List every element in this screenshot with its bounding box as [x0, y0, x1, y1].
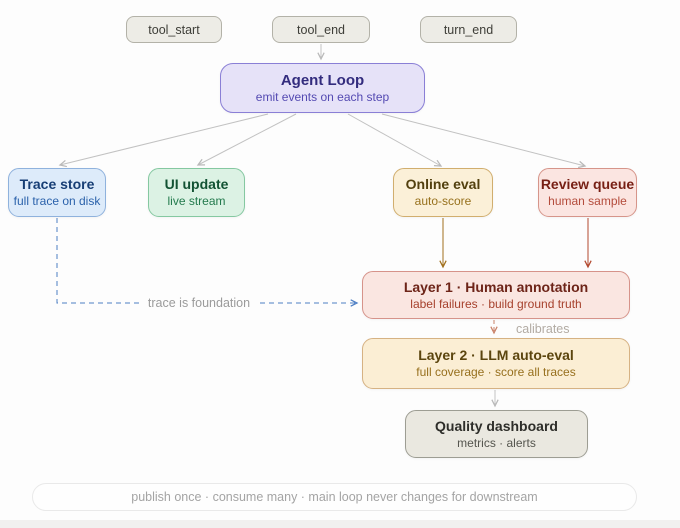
bottom-edge-strip	[0, 520, 680, 528]
footer-note-pill: publish once · consume many · main loop …	[32, 483, 637, 511]
event-chip-tool-end: tool_end	[272, 16, 370, 43]
node-subtitle: emit events on each step	[255, 89, 390, 104]
node-subtitle: metrics · alerts	[457, 435, 536, 450]
event-chip-tool-start: tool_start	[126, 16, 222, 43]
node-online-eval: Online eval auto-score	[393, 168, 493, 217]
node-title: Online eval	[405, 176, 481, 192]
edge-label-trace-foundation: trace is foundation	[139, 296, 259, 310]
node-subtitle: full coverage · score all traces	[416, 365, 576, 379]
edge-label-calibrates: calibrates	[516, 322, 570, 336]
node-quality-dashboard: Quality dashboard metrics · alerts	[405, 410, 588, 458]
node-subtitle: label failures · build ground truth	[410, 296, 582, 311]
node-title: UI update	[164, 176, 229, 192]
event-chip-turn-end: turn_end	[420, 16, 517, 43]
edge-agent-to-online-eval	[347, 113, 443, 167]
event-chip-label: tool_end	[297, 22, 345, 37]
node-title: Review queue	[540, 176, 635, 192]
node-layer2-llm-auto-eval: Layer 2 · LLM auto-eval full coverage · …	[362, 338, 630, 389]
node-review-queue: Review queue human sample	[538, 168, 637, 217]
node-title: Quality dashboard	[435, 417, 558, 434]
node-title: Layer 2 · LLM auto-eval	[418, 347, 574, 363]
node-subtitle: full trace on disk	[13, 194, 101, 208]
event-chip-label: tool_start	[148, 22, 200, 37]
node-title: Layer 1 · Human annotation	[403, 278, 589, 295]
edge-agent-to-trace-store	[58, 113, 269, 168]
node-layer1-human-annotation: Layer 1 · Human annotation label failure…	[362, 271, 630, 319]
node-ui-update: UI update live stream	[148, 168, 245, 217]
node-subtitle: auto-score	[414, 194, 472, 208]
node-subtitle: live stream	[167, 194, 226, 208]
node-title: Agent Loop	[280, 71, 365, 89]
edge-agent-to-review-queue	[381, 113, 587, 169]
edge-trace-store-to-layer1-dashed	[56, 218, 359, 307]
node-title: Trace store	[19, 176, 95, 192]
event-chip-label: turn_end	[443, 22, 494, 37]
edge-agent-to-ui-update	[196, 113, 297, 166]
node-trace-store: Trace store full trace on disk	[8, 168, 106, 217]
footer-note-text: publish once · consume many · main loop …	[131, 490, 538, 504]
node-subtitle: human sample	[548, 194, 627, 208]
node-agent-loop: Agent Loop emit events on each step	[220, 63, 425, 113]
